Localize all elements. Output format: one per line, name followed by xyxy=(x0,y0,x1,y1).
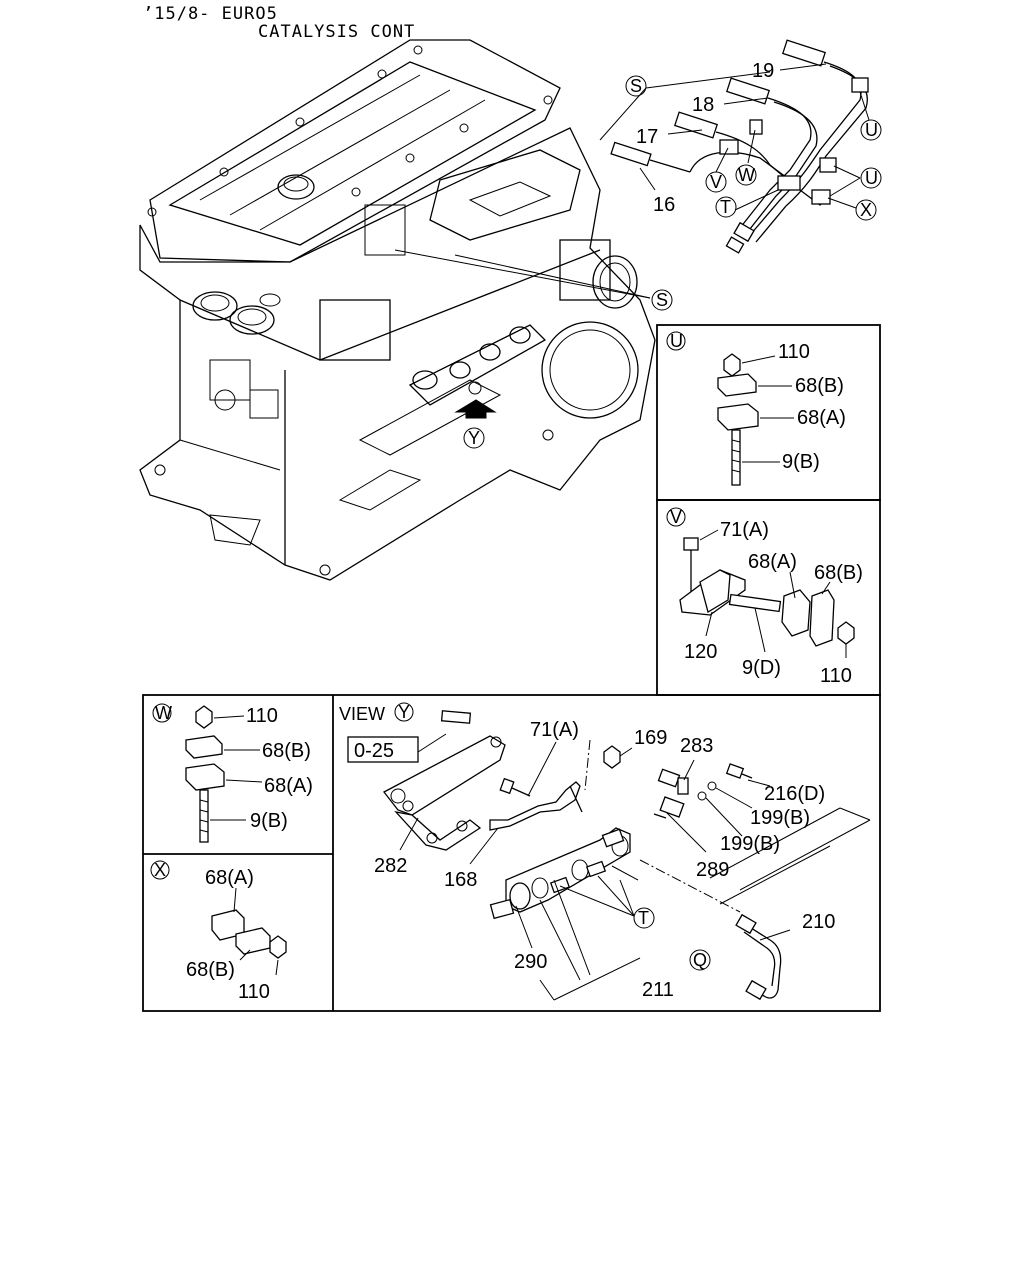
panel-u-tag: U xyxy=(670,331,683,351)
callout-19: 19 xyxy=(752,60,774,82)
view-y-item-168: 168 xyxy=(444,869,477,891)
view-y-item-290: 290 xyxy=(514,951,547,973)
panel-v-item-71a: 71(A) xyxy=(720,519,769,541)
view-y-item-199b-2: 199(B) xyxy=(720,833,780,855)
tag-s-engine: S xyxy=(656,290,668,310)
view-y-item-282: 282 xyxy=(374,855,407,877)
panel-u-item-9b: 9(B) xyxy=(782,451,820,473)
panel-v-item-9d: 9(D) xyxy=(742,657,781,679)
panel-x-parts xyxy=(211,909,287,959)
tag-s-top: S xyxy=(630,76,642,96)
panel-u-item-110: 110 xyxy=(778,341,810,363)
panel-v-item-68a: 68(A) xyxy=(748,551,797,573)
panel-v-tag: V xyxy=(670,507,682,527)
header-line-1: ’15/8- EURO5 xyxy=(143,4,278,24)
panel-x-item-68a: 68(A) xyxy=(205,867,254,889)
view-y-item-211: 211 xyxy=(642,979,674,1001)
panel-w-parts xyxy=(185,705,225,843)
panel-w-item-68b: 68(B) xyxy=(262,740,311,762)
panel-v-item-68b: 68(B) xyxy=(814,562,863,584)
panel-x-item-110: 110 xyxy=(238,981,270,1003)
panel-v-item-120: 120 xyxy=(684,641,717,663)
callout-17: 17 xyxy=(636,126,658,148)
panel-u-parts xyxy=(717,353,759,486)
tag-u-top: U xyxy=(865,120,878,140)
panel-w-item-68a: 68(A) xyxy=(264,775,313,797)
panel-w-item-110: 110 xyxy=(246,705,278,727)
engine-block-illustration xyxy=(139,39,656,581)
tag-v: V xyxy=(710,172,722,192)
view-y-item-199b-1: 199(B) xyxy=(750,807,810,829)
view-y-item-289: 289 xyxy=(696,859,729,881)
tag-x: X xyxy=(860,200,872,220)
bottom-frame xyxy=(142,694,881,1012)
view-y-item-216d: 216(D) xyxy=(764,783,825,805)
panel-x-item-68b: 68(B) xyxy=(186,959,235,981)
callout-18: 18 xyxy=(692,94,714,116)
panel-v-parts xyxy=(679,537,855,647)
panel-w-tag: W xyxy=(155,703,172,723)
view-y-tag: Y xyxy=(398,702,410,722)
tag-t: T xyxy=(720,197,731,217)
view-y-tag-t: T xyxy=(638,908,649,928)
panel-u-item-68b: 68(B) xyxy=(795,375,844,397)
tag-u-mid: U xyxy=(865,168,878,188)
panel-w-item-9b: 9(B) xyxy=(250,810,288,832)
view-y-ref-text: 0-25 xyxy=(354,740,394,762)
header-line-2: CATALYSIS CONT xyxy=(258,22,416,42)
view-arrow xyxy=(454,399,497,419)
panel-x-tag: X xyxy=(154,860,166,880)
view-y-item-71a: 71(A) xyxy=(530,719,579,741)
view-y-tag-q: Q xyxy=(693,950,707,970)
callout-16: 16 xyxy=(653,194,675,216)
view-y-item-283: 283 xyxy=(680,735,713,757)
view-y-item-169: 169 xyxy=(634,727,667,749)
tag-w: W xyxy=(738,165,755,185)
tag-y: Y xyxy=(468,428,480,448)
panel-v-item-110: 110 xyxy=(820,665,852,687)
view-y-ref-box xyxy=(347,736,419,763)
view-y-label: VIEW xyxy=(339,704,385,724)
panel-u-frame xyxy=(656,324,881,501)
panel-u-item-68a: 68(A) xyxy=(797,407,846,429)
sensor-pipe-harness xyxy=(610,39,869,254)
view-y-item-210: 210 xyxy=(802,911,835,933)
